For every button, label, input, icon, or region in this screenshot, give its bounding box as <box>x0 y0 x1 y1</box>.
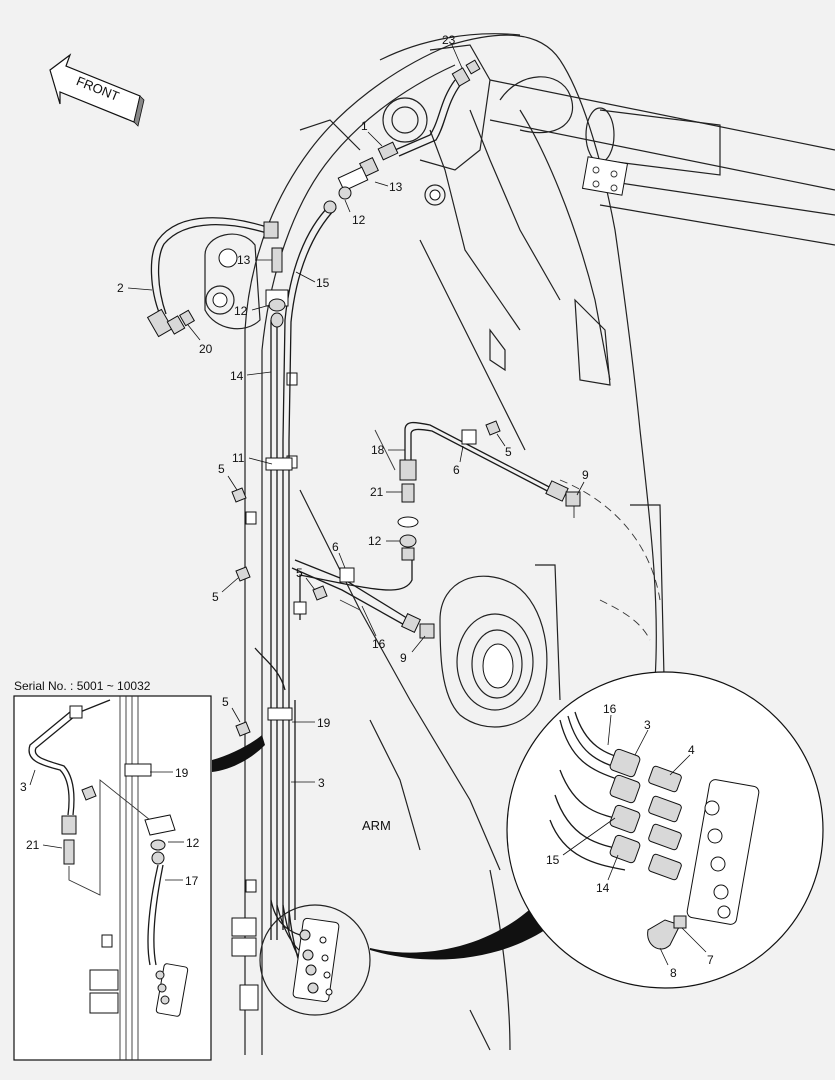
callout-14a: 14 <box>230 369 244 383</box>
inset-callout-12: 12 <box>186 836 200 850</box>
detail-callout-4: 4 <box>688 743 695 757</box>
front-arrow-icon: FRONT <box>49 53 145 127</box>
callout-5c: 5 <box>296 566 303 580</box>
callout-21a: 21 <box>370 485 384 499</box>
callout-15a: 15 <box>316 276 330 290</box>
callout-2: 2 <box>117 281 124 295</box>
callouts: 23 1 13 12 13 2 15 12 20 14 11 18 5 6 9 … <box>20 33 714 980</box>
callout-5b: 5 <box>218 462 225 476</box>
detail-callout-15: 15 <box>546 853 560 867</box>
callout-13b: 13 <box>237 253 251 267</box>
hose-lines <box>150 79 558 940</box>
callout-6b: 6 <box>332 540 339 554</box>
boom-cylinder <box>489 76 835 246</box>
serial-label: Serial No. : 5001 ~ 10032 <box>14 679 151 693</box>
callout-16a: 16 <box>372 637 386 651</box>
callout-5e: 5 <box>222 695 229 709</box>
left-brackets <box>204 233 298 1011</box>
callout-19a: 19 <box>317 716 331 730</box>
callout-12a: 12 <box>352 213 366 227</box>
detail-callout-3: 3 <box>644 718 651 732</box>
arm-label: ARM <box>362 818 391 833</box>
inset-callout-21: 21 <box>26 838 40 852</box>
callout-9b: 9 <box>400 651 407 665</box>
pin-boss-upper <box>382 44 491 206</box>
inset-callout-3: 3 <box>20 780 27 794</box>
callout-20: 20 <box>199 342 213 356</box>
callout-5a: 5 <box>505 445 512 459</box>
callout-23: 23 <box>442 33 456 47</box>
detail-callout-7: 7 <box>707 953 714 967</box>
arm-structure <box>244 33 666 1055</box>
serial-inset: Serial No. : 5001 ~ 10032 <box>13 679 212 1061</box>
detail-callout-8: 8 <box>670 966 677 980</box>
callout-18: 18 <box>371 443 385 457</box>
callout-5d: 5 <box>212 590 219 604</box>
detail-callout-14: 14 <box>596 881 610 895</box>
detail-circle <box>506 671 824 989</box>
fittings <box>146 59 581 737</box>
callout-wedge-right <box>370 900 545 960</box>
arm-pin <box>439 575 548 728</box>
callout-1: 1 <box>361 119 368 133</box>
detail-callout-16: 16 <box>603 702 617 716</box>
callout-3a: 3 <box>318 776 325 790</box>
inset-callout-17: 17 <box>185 874 199 888</box>
port-block-main <box>259 899 371 1016</box>
inset-callout-19: 19 <box>175 766 189 780</box>
callout-13a: 13 <box>389 180 403 194</box>
callout-12b: 12 <box>234 304 248 318</box>
callout-12c: 12 <box>368 534 382 548</box>
callout-9a: 9 <box>582 468 589 482</box>
callout-wedge-left <box>212 735 265 772</box>
callout-11: 11 <box>232 451 245 465</box>
callout-6a: 6 <box>453 463 460 477</box>
